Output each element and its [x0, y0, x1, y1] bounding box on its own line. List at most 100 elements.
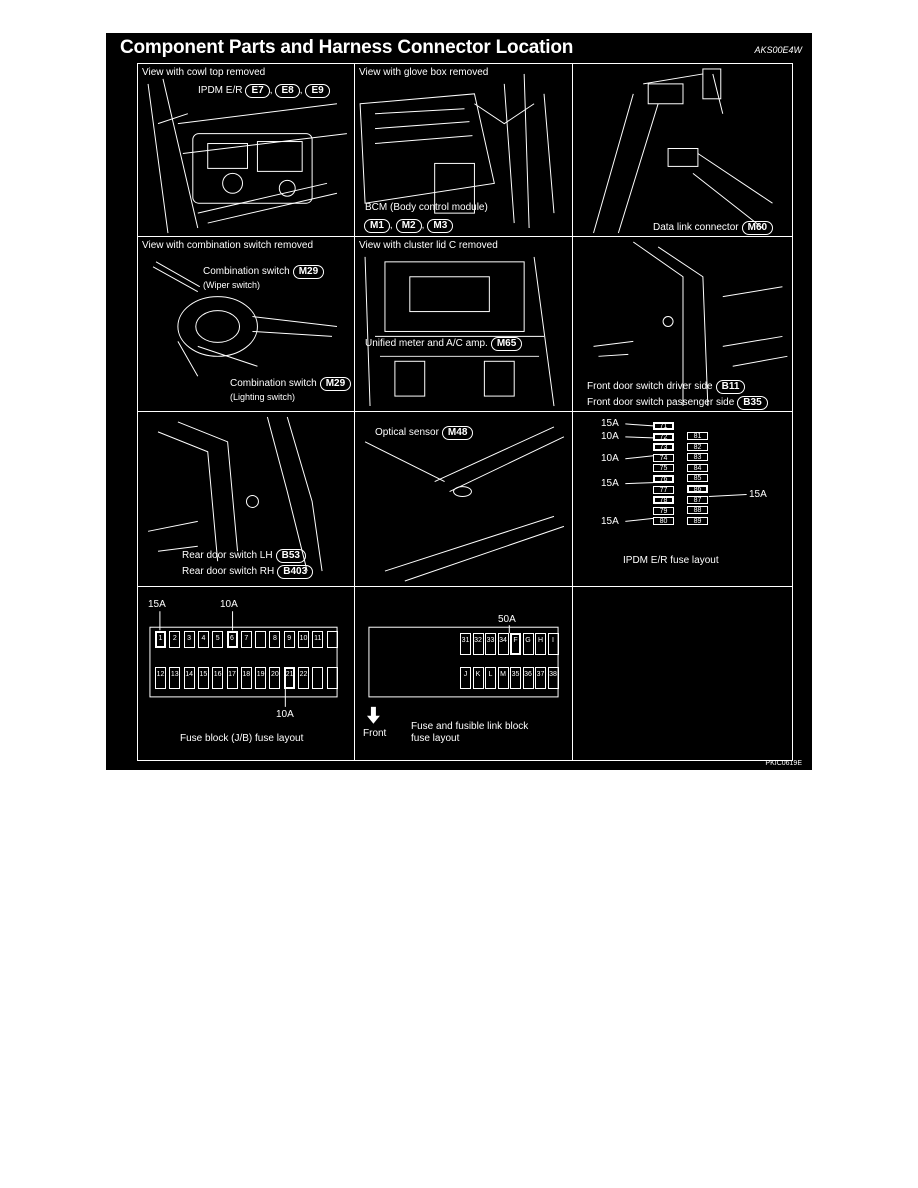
jb-fuse-21: 21: [283, 667, 295, 689]
jb-fuse-spare: [255, 631, 267, 648]
combo-label-2: Combination switch: [230, 378, 317, 389]
connector-b53: B53: [275, 549, 306, 563]
link-fuse-K: K: [472, 667, 484, 689]
ipdm-fuse-72: 72: [653, 432, 674, 441]
meter-label-row: Unified meter and A/C amp.M65: [365, 337, 523, 351]
rear-door-illustration: [147, 416, 323, 572]
jb-caption: Fuse block (J/B) fuse layout: [180, 733, 304, 744]
jb-fuse-10: 10: [298, 631, 309, 648]
connector-m29-wiper: M29: [292, 265, 325, 279]
jb-fuse-7: 7: [240, 631, 252, 648]
link-fuse-L: L: [485, 667, 496, 689]
front-arrow-icon: [366, 706, 380, 724]
ipdm-amp-76: 15A: [601, 478, 619, 489]
connector-e7: E7: [245, 84, 270, 98]
connector-m3: M3: [427, 219, 454, 233]
link-caption-1: Fuse and fusible link block: [411, 721, 529, 732]
connector-m60: M60: [741, 221, 774, 235]
ipdm-caption: IPDM E/R fuse layout: [623, 555, 719, 566]
cluster-caption: View with cluster lid C removed: [359, 240, 498, 251]
link-fuse-F: F: [510, 633, 521, 655]
connector-separator: ,: [421, 220, 425, 231]
connector-m65: M65: [490, 337, 523, 351]
cell-glove-box: View with glove box removed BCM (Body co…: [355, 64, 573, 237]
ipdm-fuse-86: 86: [687, 485, 708, 493]
link-fuse-32: 32: [472, 633, 484, 655]
link-fuse-J: J: [460, 667, 471, 689]
jb-fuse-8: 8: [269, 631, 281, 648]
link-fuse-36: 36: [522, 667, 534, 689]
ipdm-fuse-74: 74: [653, 453, 674, 462]
figure: Component Parts and Harness Connector Lo…: [106, 33, 812, 770]
jb-fuse-14: 14: [183, 667, 195, 689]
ipdm-fuse-76: 76: [653, 475, 674, 483]
optical-sensor-label: Optical sensor: [375, 427, 439, 438]
link-fuse-38: 38: [547, 667, 559, 689]
jb-fuse-11: 11: [312, 631, 324, 648]
link-fuse-M: M: [497, 667, 509, 689]
ipdm-fuse-80: 80: [653, 517, 674, 526]
jb-fuse-4: 4: [197, 631, 209, 648]
ipdm-amp-86: 15A: [749, 489, 767, 500]
connector-m2: M2: [395, 219, 422, 233]
jb-fuse-spare: [312, 667, 324, 689]
wiper-switch-sub: (Wiper switch): [203, 280, 261, 290]
link-fuse-37: 37: [535, 667, 546, 689]
ipdm-amp-71: 15A: [601, 418, 619, 429]
jb-amp-21: 10A: [276, 709, 294, 720]
ipdm-fuse-89: 89: [687, 516, 708, 525]
ipdm-fuse-85: 85: [687, 474, 708, 483]
lighting-switch-sub: (Lighting switch): [230, 392, 296, 402]
jb-fuse-1: 1: [155, 631, 166, 648]
ipdm-leader-lines: [625, 423, 747, 522]
jb-fuse-18: 18: [240, 667, 252, 689]
ipdm-fuse-78: 78: [653, 496, 674, 505]
jb-fuse-15: 15: [197, 667, 209, 689]
connector-m1: M1: [364, 219, 390, 233]
front-label: Front: [363, 728, 387, 739]
dlc-illustration: [593, 68, 773, 234]
cowl-illustration: [147, 78, 347, 234]
jb-fuse-20: 20: [269, 667, 281, 689]
link-fuse-G: G: [522, 633, 534, 655]
front-door-illustration: [593, 241, 788, 407]
connector-b35: B35: [737, 396, 768, 410]
jb-fuse-13: 13: [169, 667, 181, 689]
connector-m48: M48: [441, 426, 474, 440]
link-fuse-H: H: [535, 633, 546, 655]
optical-sensor-illustration: [364, 426, 565, 582]
ipdm-fuse-75: 75: [653, 464, 674, 473]
ipdm-amp-72: 10A: [601, 431, 619, 442]
jb-leader-lines: [149, 611, 338, 707]
link-fuse-34: 34: [497, 633, 509, 655]
ipdm-fuse-84: 84: [687, 463, 708, 472]
ipdm-fuse-81: 81: [687, 432, 708, 440]
cell-empty: [573, 587, 792, 760]
jb-fuse-spare: [326, 631, 338, 648]
jb-fuse-6: 6: [226, 631, 238, 648]
connector-b11: B11: [715, 380, 746, 394]
meter-label: Unified meter and A/C amp.: [365, 338, 488, 349]
ipdm-fuse-79: 79: [653, 506, 674, 515]
ipdm-fuse-88: 88: [687, 506, 708, 515]
figure-id: PKIC0619E: [765, 760, 802, 767]
rear-door-rh-label: Rear door switch RH: [182, 566, 275, 577]
link-fuse-35: 35: [510, 667, 521, 689]
link-outline: [366, 625, 559, 724]
ipdm-fuse-87: 87: [687, 495, 708, 504]
link-caption-2: fuse layout: [411, 733, 460, 744]
